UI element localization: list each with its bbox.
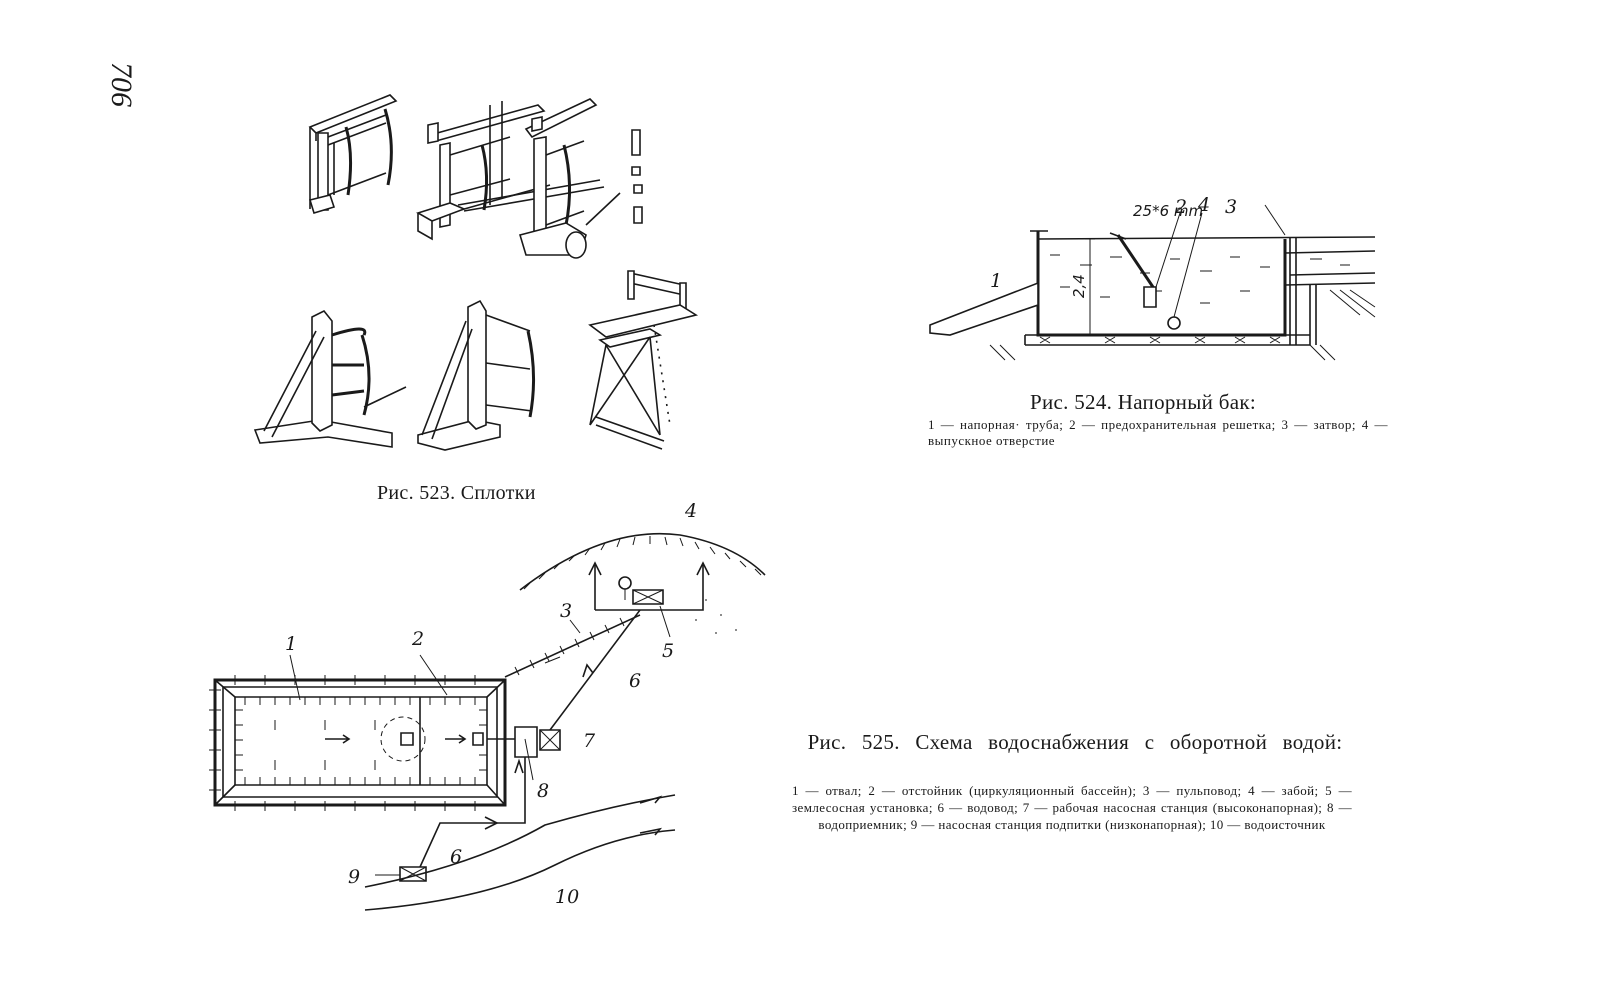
fig525-label-3: 3	[560, 600, 572, 622]
fig523-details	[632, 130, 642, 223]
water-ripples	[1050, 255, 1350, 303]
fig524-drawing: 25*6 mm 2 4 3 1 2,4	[930, 194, 1400, 360]
fig524-height-label: 2,4	[1070, 274, 1088, 298]
fig524-caption: Рис. 524. Напорный бак:	[1030, 390, 1256, 414]
fig523-drawing	[250, 85, 720, 470]
fig525-label-1: 1	[285, 633, 297, 655]
fig525-label-8: 8	[537, 780, 549, 802]
fig525-label-6a: 6	[629, 670, 641, 692]
fig525-label-6b: 6	[450, 846, 462, 868]
fig525-label-7: 7	[583, 730, 596, 752]
fig523-frame-f	[590, 271, 696, 449]
fig523-frame-b	[418, 101, 604, 239]
fig523-frame-a	[310, 95, 396, 213]
fig525-label-10: 10	[555, 886, 579, 908]
fig523-frame-c	[520, 99, 620, 258]
base-blocks	[1040, 337, 1280, 343]
fig524-dim-label: 25*6 mm	[1133, 202, 1203, 220]
fig524-label-1: 1	[990, 270, 1002, 292]
page-number: 706	[105, 62, 138, 107]
fig523-frame-d	[255, 311, 406, 447]
fig525-caption: Рис. 525. Схема водоснабжения с оборотно…	[807, 730, 1343, 754]
fig524-legend: 1 — напорная· труба; 2 — предохранительн…	[928, 417, 1388, 448]
fig524-label-4: 4	[1197, 194, 1210, 216]
fig525-label-9: 9	[348, 866, 360, 888]
fig523-caption: Рис. 523. Сплотки	[377, 482, 536, 504]
fig525-label-2: 2	[411, 628, 424, 650]
basin-ticks	[209, 675, 487, 811]
fig525-label-4: 4	[684, 500, 697, 522]
fig525-drawing: 1 2 3 4 5 6 7 8 6 9 10	[215, 500, 780, 925]
fig523-frame-e	[418, 301, 534, 450]
fig524-label-2: 2	[1174, 196, 1187, 218]
fig525-legend: 1 — отвал; 2 — отстойник (циркуляционный…	[792, 783, 1352, 832]
fig525-label-5: 5	[662, 640, 674, 662]
fig524-label-3: 3	[1225, 196, 1237, 218]
